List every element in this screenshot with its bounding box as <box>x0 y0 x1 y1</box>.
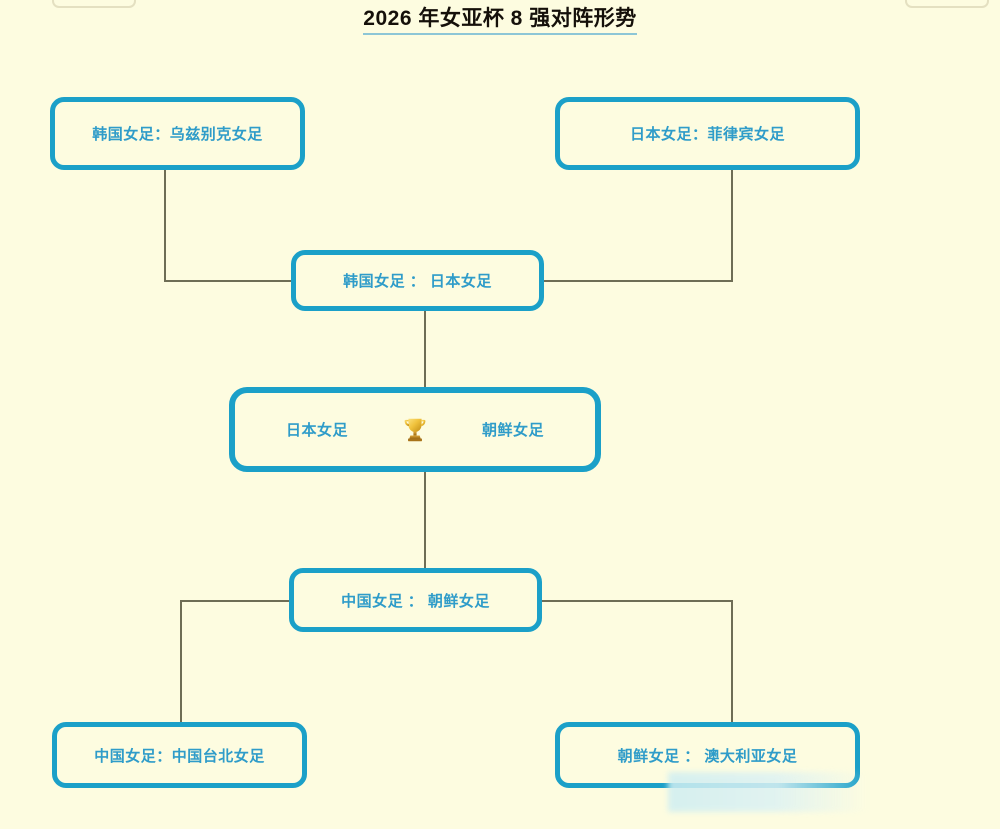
page-title: 2026 年女亚杯 8 强对阵形势 <box>0 2 1000 35</box>
connector-qf-top-right-horizontal <box>543 280 733 282</box>
cropped-shape-top-right <box>905 0 989 8</box>
match-box-sf-top-label: 韩国女足 ： 日本女足 <box>343 273 492 290</box>
trophy-icon <box>400 415 430 445</box>
connector-qf-top-left-vertical <box>164 170 166 281</box>
final-right-team: 朝鲜女足 <box>482 422 545 439</box>
match-box-qf-top-left-label: 韩国女足：乌兹别克女足 <box>92 126 263 143</box>
connector-qf-top-right-vertical <box>731 170 733 281</box>
match-box-qf-top-left[interactable]: 韩国女足：乌兹别克女足 <box>50 97 305 170</box>
final-left-team: 日本女足 <box>285 422 348 439</box>
match-box-sf-bottom[interactable]: 中国女足 ： 朝鲜女足 <box>289 568 542 632</box>
match-box-qf-top-right[interactable]: 日本女足：菲律宾女足 <box>555 97 860 170</box>
connector-final-to-sf-bottom <box>424 472 426 572</box>
match-box-qf-bottom-right-label: 朝鲜女足 ： 澳大利亚女足 <box>617 747 798 765</box>
cropped-shape-top-left <box>52 0 136 8</box>
match-box-sf-top[interactable]: 韩国女足 ： 日本女足 <box>291 250 544 311</box>
connector-qf-bottom-right-vertical <box>731 600 733 723</box>
match-box-qf-top-right-label: 日本女足：菲律宾女足 <box>629 126 785 143</box>
match-box-qf-bottom-left[interactable]: 中国女足：中国台北女足 <box>52 722 307 788</box>
connector-qf-top-left-horizontal <box>164 280 292 282</box>
connector-qf-bottom-left-vertical <box>180 600 182 723</box>
match-box-qf-bottom-left-label: 中国女足：中国台北女足 <box>94 747 265 765</box>
connector-qf-bottom-right-horizontal <box>541 600 733 602</box>
match-box-final[interactable]: 日本女足 <box>229 387 601 472</box>
page-title-text: 2026 年女亚杯 8 强对阵形势 <box>363 7 637 35</box>
connector-sf-top-to-final <box>424 311 426 388</box>
match-box-sf-bottom-label: 中国女足 ： 朝鲜女足 <box>341 592 490 610</box>
match-box-qf-bottom-right[interactable]: 朝鲜女足 ： 澳大利亚女足 <box>555 722 860 788</box>
connector-qf-bottom-left-horizontal <box>180 600 292 602</box>
